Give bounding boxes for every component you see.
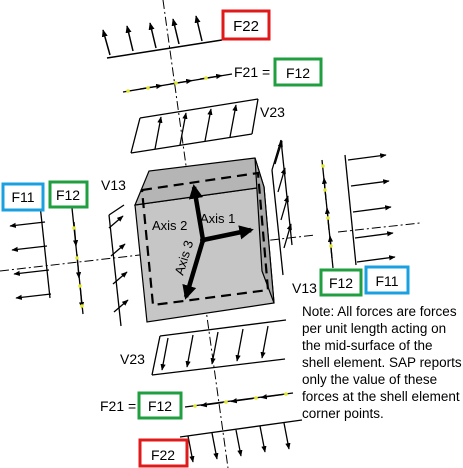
axis3-arrow	[182, 239, 206, 300]
axis1-label: Axis 1	[200, 211, 235, 226]
f12-top-label: F12	[286, 65, 310, 81]
f22-bottom-box	[138, 438, 189, 468]
f12-left-box	[48, 180, 89, 209]
f12-left-label: F12	[56, 187, 80, 203]
f12-left-shear-arrows	[71, 207, 85, 315]
f12-bottom-label: F12	[148, 398, 172, 414]
v23-top-label: V23	[260, 104, 285, 120]
element-side-face	[254, 157, 275, 304]
local-axes	[182, 184, 254, 300]
f21-top-shear-arrows	[122, 73, 233, 93]
v23-bottom-label: V23	[120, 351, 145, 367]
element-front-face	[134, 186, 275, 323]
axis2-label: Axis 2	[152, 218, 187, 233]
f11-right-box	[364, 265, 410, 295]
f12-bottom-box	[137, 391, 183, 420]
shell-element	[134, 157, 275, 323]
f12-top-box	[273, 57, 323, 87]
f11-left-box	[1, 182, 45, 212]
f21-top-label: F21 =	[234, 64, 270, 80]
v13-right-strip	[271, 139, 293, 276]
f11-left-label: F11	[11, 189, 34, 205]
horizontal-centerline-right	[337, 222, 421, 233]
v13-left-label: V13	[101, 177, 126, 193]
v13-right-label: V13	[292, 280, 317, 296]
f21-bottom-label: F21 =	[100, 398, 136, 414]
v23-top-arrows	[130, 98, 259, 154]
v23-bottom-arrows	[151, 319, 287, 376]
vertical-centerline	[162, 0, 229, 468]
axis1-arrow	[202, 225, 254, 243]
note-text: Note: All forces are forces per unit len…	[302, 304, 462, 421]
yellow-dots-top	[126, 76, 208, 93]
f11-left-arrows	[9, 204, 52, 300]
f22-top-label: F22	[233, 18, 259, 35]
f22-top-box	[221, 9, 271, 41]
f11-right-label: F11	[375, 273, 398, 289]
f22-bottom-label: F22	[151, 447, 175, 463]
yellow-dots-bottom	[193, 392, 288, 408]
f11-right-arrows	[344, 153, 396, 266]
f12-right-label: F12	[329, 275, 353, 291]
f21-bottom-shear-arrows	[184, 392, 294, 408]
f12-right-shear-arrows	[321, 159, 334, 269]
mid-surface-outline	[140, 171, 270, 307]
f22-bottom-arrows	[179, 419, 303, 463]
yellow-dots-right	[321, 164, 333, 248]
v13-left-strip	[108, 204, 129, 327]
f12-right-box	[319, 268, 363, 297]
yellow-dots-left	[72, 226, 84, 308]
axis2-arrow	[188, 184, 206, 241]
f22-top-arrows	[101, 15, 223, 59]
